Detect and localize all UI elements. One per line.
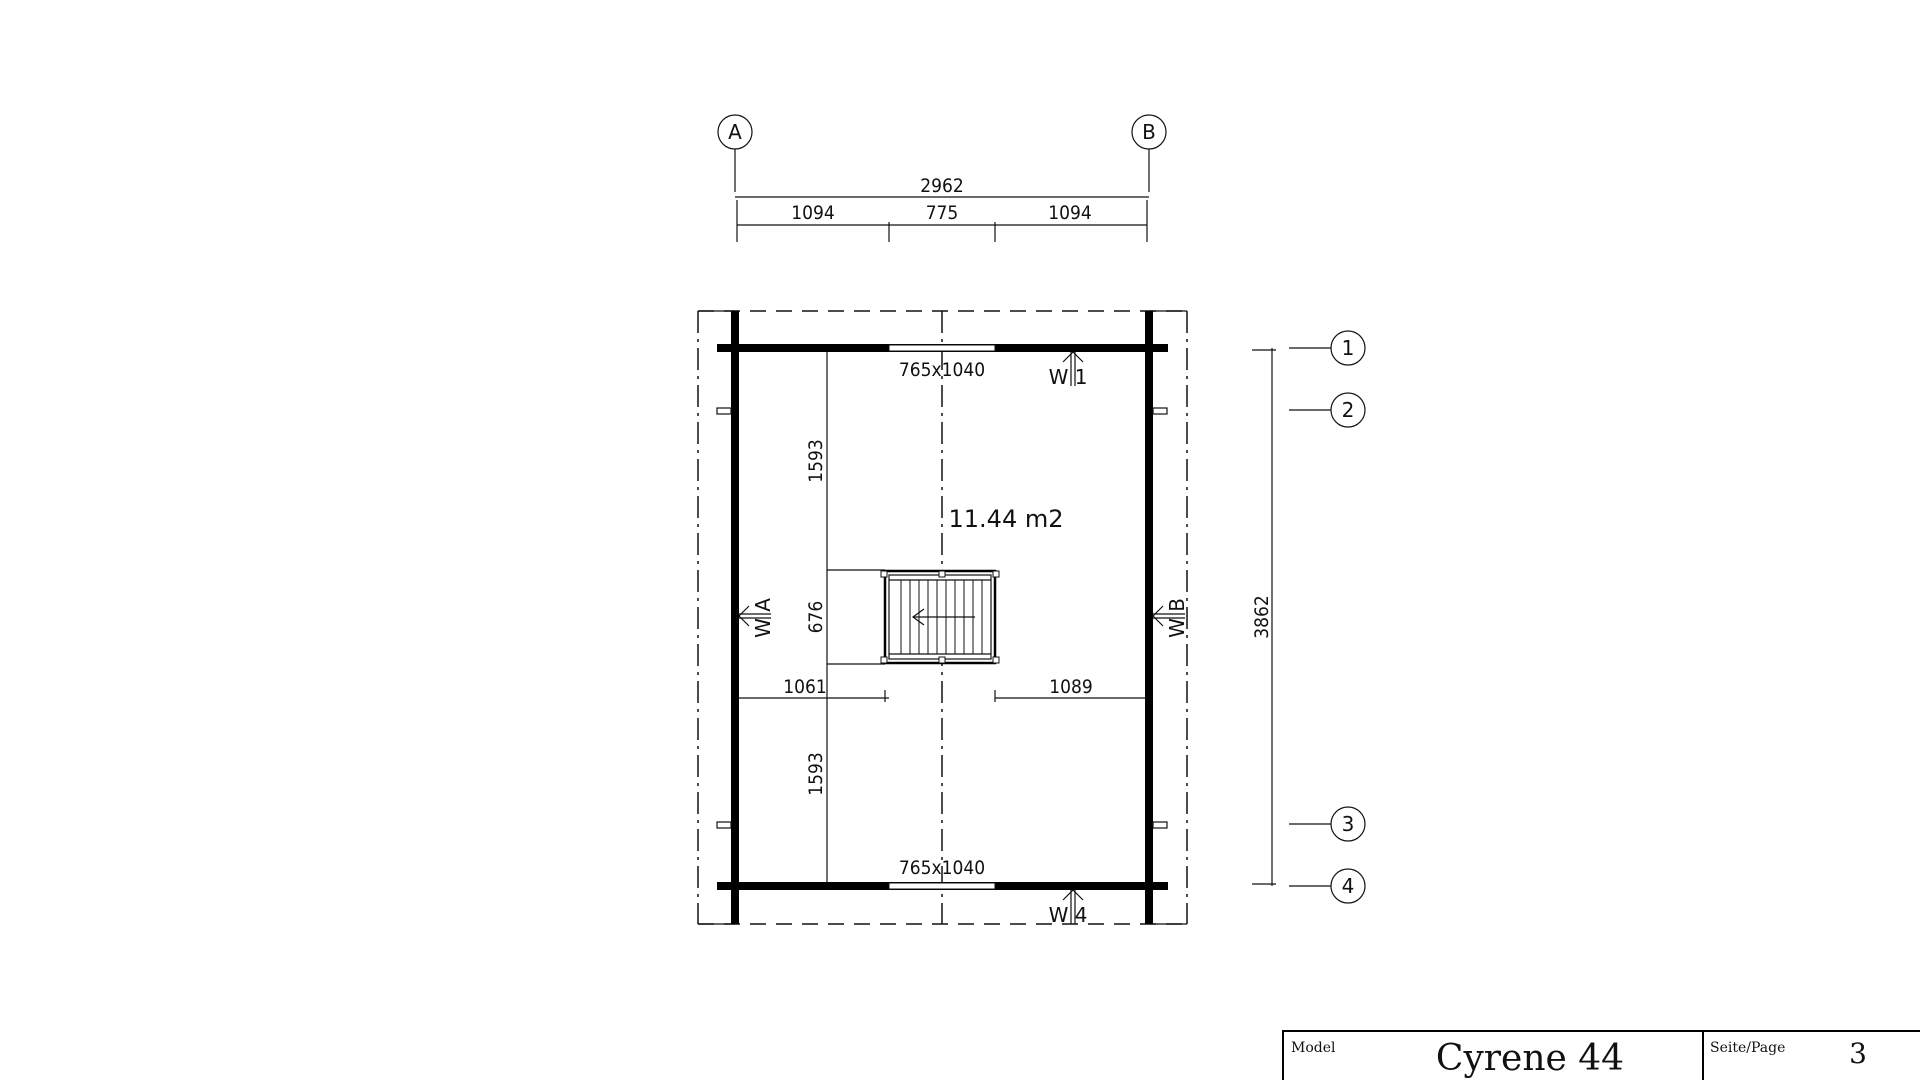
title-model-value: Cyrene 44 [1436,1038,1624,1079]
wall-label-left: W A [751,598,775,638]
purlin-stubs [716,407,1168,829]
grid-label-a: A [728,120,742,144]
grid-label-2: 2 [1342,398,1355,422]
title-page-label: Seite/Page [1710,1040,1785,1056]
grid-label-b: B [1142,120,1156,144]
room-area: 11.44 m2 [949,505,1064,533]
wall-marker-left: W A [738,598,775,638]
title-model-label: Model [1291,1040,1336,1056]
grid-label-4: 4 [1342,874,1355,898]
dim-width-left: 1094 [791,202,835,224]
grid-row-4: 4 [1289,868,1366,904]
dim-stair-right: 1089 [1049,676,1093,698]
dim-stair-depth: 676 [805,601,827,634]
dim-overall-depth: 3862 [1251,595,1273,639]
window-top: 765x1040 [888,344,996,381]
grid-column-b: B [1131,114,1167,192]
grid-label-1: 1 [1342,336,1355,360]
dim-lower-depth: 1593 [805,752,827,796]
dim-upper-depth: 1593 [805,439,827,483]
dim-width-right: 1094 [1048,202,1092,224]
grid-column-a: A [717,114,753,192]
wall-marker-top: W 1 [1049,351,1088,389]
grid-row-3: 3 [1289,806,1366,842]
grid-row-2: 2 [1289,392,1366,428]
dim-width-middle: 775 [926,202,959,224]
window-bottom: 765x1040 [888,857,996,890]
grid-label-3: 3 [1342,812,1355,836]
wall-marker-bottom: W 4 [1049,889,1088,927]
right-dimension: 3862 [1251,348,1276,886]
wall-label-right: W B [1165,598,1189,638]
stair-opening [880,569,1000,665]
interior-vertical-dimension: 1593 676 1593 [805,352,885,882]
wall-marker-right: W B [1152,598,1189,638]
title-block: Model Cyrene 44 Seite/Page 3 [1282,1030,1920,1080]
wall-label-bottom: W 4 [1049,903,1088,927]
top-dimensions: 2962 1094 775 1094 [735,175,1149,242]
stair-offset-dimensions: 1061 1089 [739,676,1145,702]
wall-label-top: W 1 [1049,365,1088,389]
dim-stair-left: 1061 [783,676,827,698]
grid-row-1: 1 [1289,330,1366,366]
title-page-value: 3 [1849,1037,1867,1070]
window-top-size: 765x1040 [899,359,985,381]
window-bottom-size: 765x1040 [899,857,985,879]
dim-overall-width: 2962 [920,175,964,197]
